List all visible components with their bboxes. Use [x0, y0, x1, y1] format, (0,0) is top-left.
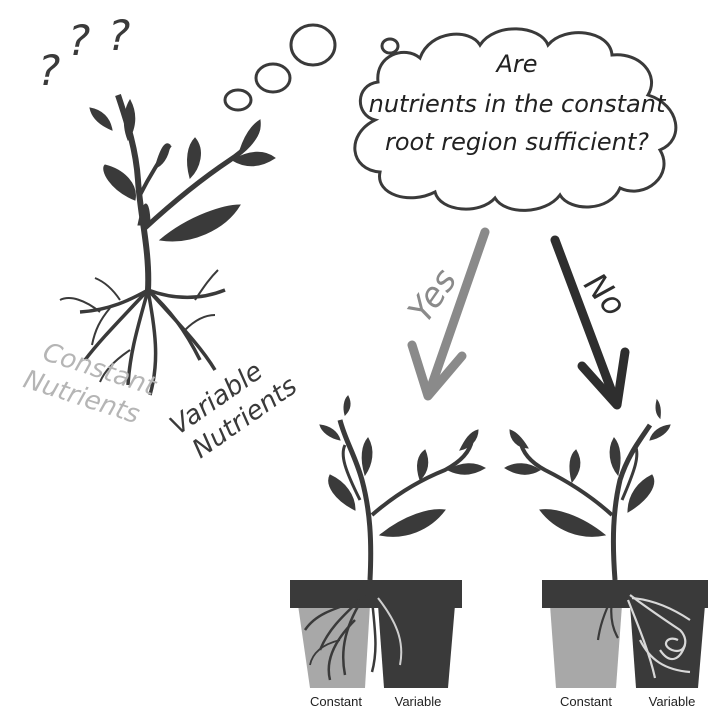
- yes-pot-variable: [378, 605, 455, 688]
- no-arrow: [555, 240, 625, 405]
- thought-bubble-medium: [256, 64, 290, 92]
- question-line-3: root region sufficient?: [385, 128, 649, 156]
- yes-pot-constant-label: Constant: [310, 694, 362, 709]
- main-plant-branch-right: [145, 128, 258, 228]
- thought-bubble-large: [291, 25, 335, 65]
- yes-pot-rim: [290, 580, 462, 608]
- main-plant-leaf: [104, 165, 136, 200]
- thought-bubble-tiny: [382, 39, 398, 53]
- question-line-1: Are: [494, 50, 537, 78]
- thought-bubble-small: [225, 90, 251, 110]
- main-plant-leaf: [90, 108, 112, 130]
- main-plant-leaf: [124, 100, 134, 140]
- question-mark: ?: [108, 11, 130, 60]
- main-plant-leaf: [160, 205, 240, 241]
- constant-nutrients-label: Constant Nutrients: [20, 334, 161, 432]
- variable-nutrients-label: Variable Nutrients: [165, 345, 303, 468]
- question-mark: ?: [38, 46, 60, 95]
- no-pot-rim: [542, 580, 708, 608]
- main-plant-illustration: [60, 95, 275, 395]
- main-plant-leaf: [155, 144, 170, 168]
- no-pot-variable-label: Variable: [649, 694, 696, 709]
- yes-plant-illustration: [320, 396, 485, 580]
- question-line-2: nutrients in the constant: [369, 90, 667, 118]
- question-mark: ?: [68, 16, 90, 65]
- yes-pot-variable-label: Variable: [395, 694, 442, 709]
- no-pot-constant-label: Constant: [560, 694, 612, 709]
- main-plant-leaf: [188, 138, 201, 178]
- no-plant-illustration: [505, 400, 670, 580]
